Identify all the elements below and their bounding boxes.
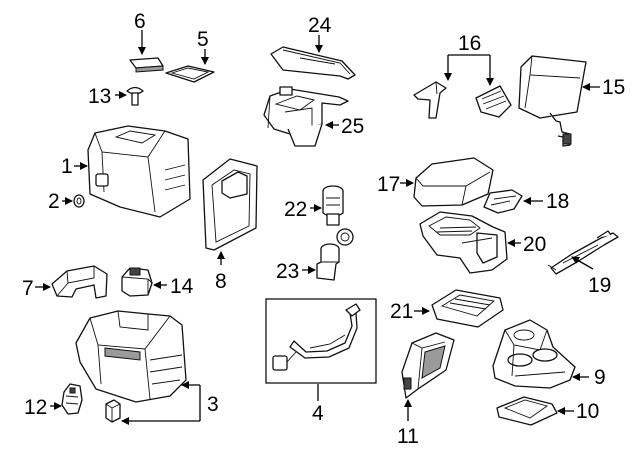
part-1-console-housing <box>87 125 191 218</box>
callout-2: 2 <box>48 190 60 213</box>
part-17-lid-cushion <box>413 157 494 207</box>
callout-5: 5 <box>197 28 209 51</box>
callout-10: 10 <box>576 400 599 423</box>
harness-detail-box <box>265 298 377 384</box>
part-24-armrest-pad <box>270 46 356 80</box>
part-23-power-outlet <box>316 228 354 281</box>
part-2-grommet <box>73 194 85 208</box>
callout-4: 4 <box>312 402 324 425</box>
callout-19: 19 <box>588 274 611 297</box>
part-25-shifter-bracket <box>263 86 349 147</box>
leader-lines <box>35 30 600 425</box>
callout-7: 7 <box>22 277 34 300</box>
part-7-duct <box>51 265 108 299</box>
part-20-lid-frame <box>419 211 508 274</box>
part-14-clip <box>121 267 153 297</box>
callout-15: 15 <box>602 76 625 99</box>
part-11-bin-door <box>401 332 455 399</box>
callout-23: 23 <box>276 260 299 283</box>
callout-18: 18 <box>546 190 569 213</box>
callout-6: 6 <box>134 10 146 33</box>
part-3-clip <box>105 399 121 423</box>
part-18-latch <box>483 189 523 214</box>
callout-21: 21 <box>390 300 413 323</box>
callout-17: 17 <box>377 173 400 196</box>
part-9-cup-holder <box>492 319 576 389</box>
callout-24: 24 <box>308 14 332 37</box>
callout-3: 3 <box>207 393 219 416</box>
part-8-rear-trim-panel <box>202 158 258 251</box>
part-4-wire-harness <box>272 303 361 371</box>
part-19-trim-strip <box>547 230 619 275</box>
part-10-pad <box>496 396 558 426</box>
callout-labels: 6 5 13 1 2 8 24 25 16 15 17 18 20 19 22 … <box>22 10 625 448</box>
callout-20: 20 <box>523 233 546 256</box>
callout-8: 8 <box>215 270 227 293</box>
part-6-pad <box>129 57 164 73</box>
callout-25: 25 <box>341 115 364 138</box>
part-15-storage-bin <box>518 55 587 147</box>
callout-13: 13 <box>88 85 111 108</box>
callout-12: 12 <box>24 396 47 419</box>
callout-16: 16 <box>458 32 481 55</box>
part-12-switch-connector <box>61 383 83 415</box>
part-21-bin-mat <box>431 289 504 328</box>
part-13-push-pin <box>126 86 144 106</box>
part-22-lighter-socket <box>322 185 344 226</box>
callout-1: 1 <box>61 155 73 178</box>
part-16-brackets <box>413 81 512 119</box>
part-5-tray-mat <box>165 65 215 83</box>
callout-14: 14 <box>170 275 194 298</box>
callout-9: 9 <box>594 366 606 389</box>
part-3-lower-base <box>75 310 187 403</box>
callout-22: 22 <box>284 198 307 221</box>
callout-11: 11 <box>397 425 419 448</box>
